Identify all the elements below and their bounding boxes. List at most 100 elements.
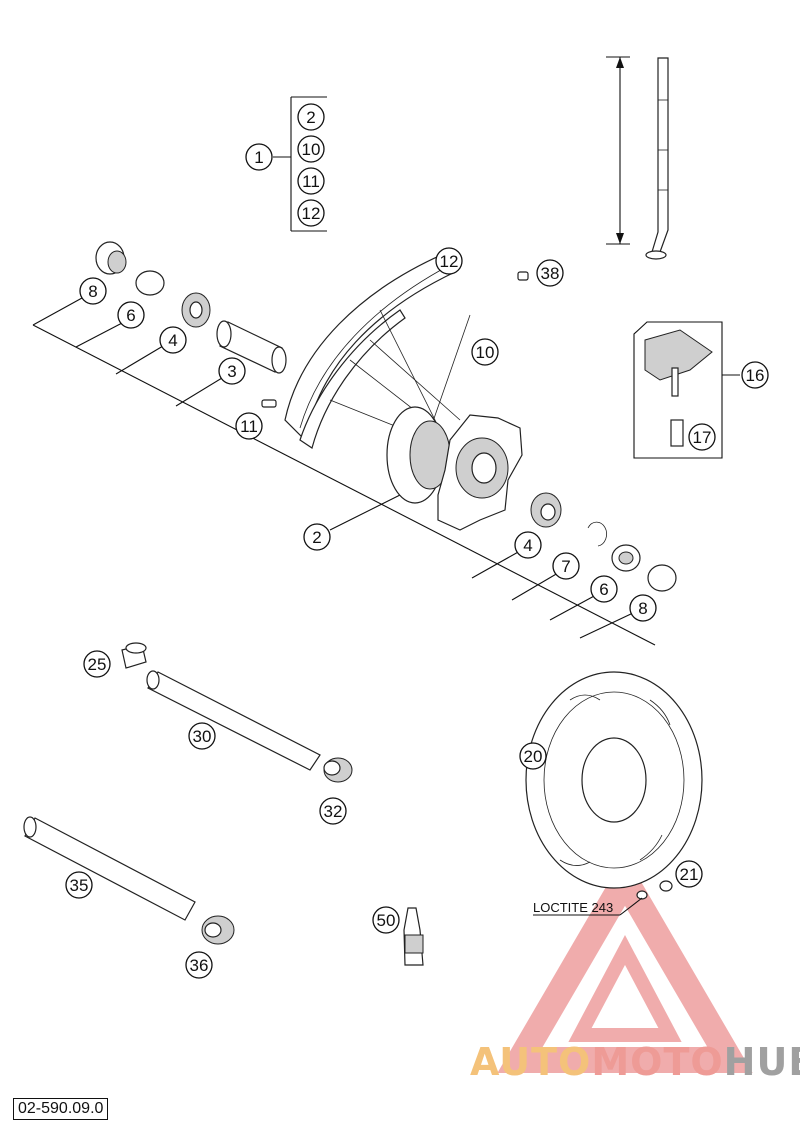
callout-circle xyxy=(245,143,273,171)
callout-8: 8 xyxy=(79,277,107,305)
callout-label: 30 xyxy=(193,727,212,746)
callout-circle xyxy=(514,531,542,559)
callout-label: 2 xyxy=(306,108,315,127)
callout-circle xyxy=(297,103,325,131)
callout-circle xyxy=(629,594,657,622)
callout-circle xyxy=(519,742,547,770)
callout-circle xyxy=(536,259,564,287)
callout-circle xyxy=(552,552,580,580)
callout-label: 20 xyxy=(524,747,543,766)
right-hub-parts xyxy=(530,492,677,592)
axis-leader-lines xyxy=(32,297,656,646)
callout-label: 10 xyxy=(476,343,495,362)
spoke-part xyxy=(606,56,669,260)
callout-label: 6 xyxy=(599,580,608,599)
callout-4: 4 xyxy=(159,326,187,354)
callout-label: 16 xyxy=(746,366,765,385)
document-code: 02-590.09.0 xyxy=(13,1098,109,1120)
callout-50: 50 xyxy=(372,906,400,934)
wheel-rim-and-hub xyxy=(261,251,529,531)
callout-circle xyxy=(218,357,246,385)
callout-4: 4 xyxy=(514,531,542,559)
callout-21: 21 xyxy=(675,860,703,888)
callout-circle xyxy=(83,650,111,678)
callout-label: 8 xyxy=(88,282,97,301)
callout-16: 16 xyxy=(741,361,769,389)
callout-circle xyxy=(688,423,716,451)
brand-logo-text: AUTOMOTOHUB xyxy=(470,1040,800,1084)
wheel-assembly-bracket xyxy=(273,96,327,232)
callout-circle xyxy=(741,361,769,389)
brand-part-1: AUTO xyxy=(470,1040,592,1084)
brand-part-2: MOTO xyxy=(591,1040,724,1084)
callout-25: 25 xyxy=(83,650,111,678)
brake-disc xyxy=(525,671,703,916)
callout-12: 12 xyxy=(297,199,325,227)
callout-circle xyxy=(319,797,347,825)
callout-label: 32 xyxy=(324,802,343,821)
brand-part-3: HUB xyxy=(723,1040,800,1084)
axle-30-parts xyxy=(121,642,353,783)
callout-3: 3 xyxy=(218,357,246,385)
callout-circle xyxy=(65,871,93,899)
callout-label: 35 xyxy=(70,876,89,895)
callout-circle xyxy=(297,167,325,195)
callout-label: 38 xyxy=(541,264,560,283)
callout-label: 11 xyxy=(302,172,320,191)
callout-label: 2 xyxy=(312,528,321,547)
callout-label: 12 xyxy=(440,252,459,271)
callout-8: 8 xyxy=(629,594,657,622)
callout-label: 25 xyxy=(88,655,107,674)
callout-38: 38 xyxy=(536,259,564,287)
callout-10: 10 xyxy=(471,338,499,366)
callout-label: 4 xyxy=(523,536,532,555)
callout-circle xyxy=(185,951,213,979)
callout-7: 7 xyxy=(552,552,580,580)
callout-11: 11 xyxy=(235,412,263,440)
callout-label: 10 xyxy=(302,140,321,159)
loctite-bottle xyxy=(403,907,424,966)
callout-36: 36 xyxy=(185,951,213,979)
callout-label: 3 xyxy=(227,362,236,381)
callout-1: 1 xyxy=(245,143,273,171)
callout-2: 2 xyxy=(297,103,325,131)
callout-circle xyxy=(188,722,216,750)
callout-12: 12 xyxy=(435,247,463,275)
callout-10: 10 xyxy=(297,135,325,163)
left-hub-parts xyxy=(95,241,287,374)
callout-6: 6 xyxy=(590,575,618,603)
callout-6: 6 xyxy=(117,301,145,329)
callout-circle xyxy=(117,301,145,329)
callout-circle xyxy=(675,860,703,888)
callout-label: 21 xyxy=(680,865,699,884)
callout-circle xyxy=(297,199,325,227)
callout-label: 12 xyxy=(302,204,321,223)
callout-circle xyxy=(435,247,463,275)
callout-circle xyxy=(372,906,400,934)
watermark-logo xyxy=(497,854,753,1073)
callout-label: 36 xyxy=(190,956,209,975)
callout-label: 17 xyxy=(693,428,712,447)
callout-label: 50 xyxy=(377,911,396,930)
callout-label: 4 xyxy=(168,331,177,350)
callout-circle xyxy=(471,338,499,366)
callout-circle xyxy=(159,326,187,354)
callout-circle xyxy=(303,523,331,551)
callout-label: 8 xyxy=(638,599,647,618)
callout-circle xyxy=(79,277,107,305)
callout-label: 11 xyxy=(240,417,258,436)
valve-box xyxy=(633,321,740,459)
callout-32: 32 xyxy=(319,797,347,825)
callout-17: 17 xyxy=(688,423,716,451)
axle-35-parts xyxy=(23,816,235,945)
callout-circle xyxy=(297,135,325,163)
callout-20: 20 xyxy=(519,742,547,770)
callout-circle xyxy=(235,412,263,440)
callout-label: 6 xyxy=(126,306,135,325)
callout-circle xyxy=(590,575,618,603)
loctite-note: LOCTITE 243 xyxy=(533,900,614,915)
callout-2: 2 xyxy=(303,523,331,551)
callout-30: 30 xyxy=(188,722,216,750)
